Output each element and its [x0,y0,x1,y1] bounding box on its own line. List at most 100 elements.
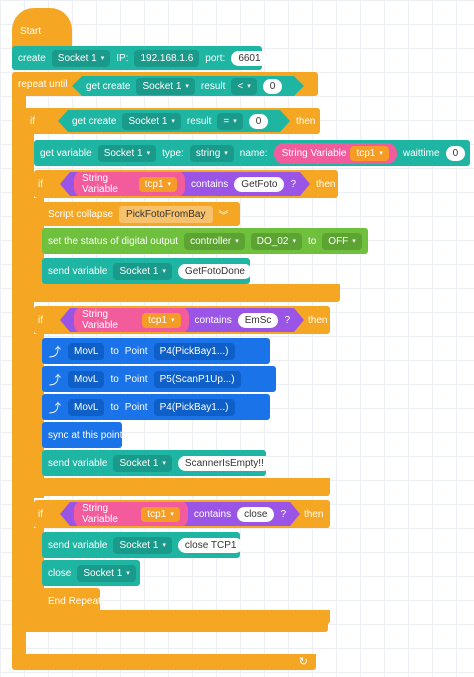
var-dropdown[interactable]: tcp1▾ [350,145,389,161]
get-variable-socket-dropdown[interactable]: Socket 1▾ [97,144,157,162]
if1-label: if [30,115,35,127]
send1-label: send variable [48,265,108,277]
if3-contains-label: contains [194,314,232,326]
if3-arm [34,334,44,498]
if2-value-field[interactable]: GetFoto [234,177,284,192]
movl3-target-dropdown[interactable]: P4(PickBay1...) [153,398,235,416]
sync-label: sync at this point [48,429,123,441]
send-variable-block-2[interactable]: send variable Socket 1▾ ScannerIsEmpty!! [42,450,271,476]
if4-q: ? [280,508,286,520]
movl-block-2[interactable]: ⤴ MovL to Point P5(ScanP1Up...) [42,366,276,392]
chevron-down-icon: ▾ [235,238,239,245]
if1-condition[interactable]: get create Socket 1▾ result =▾ 0 [58,110,290,132]
type-dropdown[interactable]: string▾ [189,144,234,162]
port-field[interactable]: 6601 [231,50,268,66]
if4-arm [34,528,44,620]
start-block[interactable]: Start [12,8,72,48]
get-variable-block[interactable]: get variable Socket 1▾ type: string▾ nam… [34,140,474,166]
movl1-point-label: Point [124,345,148,357]
movl2-target-dropdown[interactable]: P5(ScanP1Up...) [153,370,241,388]
send-variable-block-1[interactable]: send variable Socket 1▾ GetFotoDone [42,258,252,284]
if3-var-dropdown[interactable]: tcp1▾ [142,313,180,328]
create-socket-dropdown[interactable]: Socket 1▾ [51,49,111,67]
set-status-block[interactable]: set the status of digital output control… [42,228,368,254]
repeat-cond-label: get create [86,80,131,92]
script-collapse-block[interactable]: Script collapse PickFotoFromBay ︾ [42,202,240,226]
if2-q: ? [290,178,296,190]
create-block[interactable]: create Socket 1▾ IP: 192.168.1.6 port: 6… [12,46,268,70]
if1-value-field[interactable]: 0 [249,114,269,129]
if3-footer [34,478,330,496]
send3-value-field[interactable]: close TCP1 [177,537,244,553]
if3-value-field[interactable]: EmSc [238,313,279,328]
close-label: close [48,567,72,579]
repeat-until-header: repeat until [12,72,73,96]
collapse-icon[interactable]: ︾ [218,210,229,222]
seconds-unit: s [471,147,474,159]
if1-cond-label: get create [72,115,117,127]
repeat-until-label: repeat until [18,78,68,90]
chevron-down-icon: ▾ [224,150,228,157]
if4-contains-label: contains [193,508,232,520]
movl-block-3[interactable]: ⤴ MovL to Point P4(PickBay1...) [42,394,270,420]
if4-footer [34,610,330,624]
status-value-dropdown[interactable]: OFF▾ [322,232,362,250]
script-name-field[interactable]: PickFotoFromBay [119,205,213,223]
get-variable-label: get variable [40,147,92,159]
end-repeat-block[interactable]: End Repeat [42,588,101,614]
movl3-to-label: to [110,401,119,413]
send1-socket-dropdown[interactable]: Socket 1▾ [113,262,172,280]
movl2-point-label: Point [124,373,148,385]
type-label: type: [162,147,184,159]
name-label: name: [239,147,268,159]
movl-block-1[interactable]: ⤴ MovL to Point P4(PickBay1...) [42,338,270,364]
if2-footer [34,284,340,302]
send-variable-block-3[interactable]: send variable Socket 1▾ close TCP1 [42,532,244,558]
if4-value-field[interactable]: close [237,507,274,522]
port-label: port: [205,52,226,64]
chevron-down-icon: ▾ [233,118,237,125]
sync-block[interactable]: sync at this point [42,422,122,448]
send3-socket-dropdown[interactable]: Socket 1▾ [113,536,172,554]
movl1-target-dropdown[interactable]: P4(PickBay1...) [153,342,235,360]
if1-socket-dropdown[interactable]: Socket 1▾ [122,113,180,130]
if3-label: if [38,315,43,326]
chevron-down-icon: ▾ [100,55,105,62]
if2-var-dropdown[interactable]: tcp1▾ [139,177,177,192]
if1-result-label: result [186,115,212,127]
output-dropdown[interactable]: DO_02▾ [250,232,302,250]
waittime-field[interactable]: 0 [445,145,466,161]
movl2-to-label: to [110,373,119,385]
pointer-hand-icon: ⤴ [48,372,61,387]
send2-value-field[interactable]: ScannerIsEmpty!! [177,455,271,471]
send2-label: send variable [48,457,108,469]
if1-header: if [24,108,41,134]
close-socket-dropdown[interactable]: Socket 1▾ [77,564,136,582]
if1-op-dropdown[interactable]: =▾ [217,113,242,130]
repeat-value-field[interactable]: 0 [263,79,283,94]
send1-value-field[interactable]: GetFotoDone [177,263,252,279]
send2-socket-dropdown[interactable]: Socket 1▾ [113,454,172,472]
end-repeat-label: End Repeat [48,595,101,607]
chevron-down-icon: ▾ [162,268,166,275]
chevron-down-icon: ▾ [167,181,172,188]
if2-label: if [38,179,43,190]
ip-label: IP: [116,52,129,64]
controller-dropdown[interactable]: controller▾ [184,232,245,250]
if4-var-dropdown[interactable]: tcp1▾ [141,507,179,522]
repeat-condition[interactable]: get create Socket 1▾ result <▾ 0 [72,76,304,96]
pointer-hand-icon: ⤴ [48,344,61,359]
movl1-cmd-label: MovL [68,342,105,360]
close-block[interactable]: close Socket 1▾ [42,560,140,586]
ip-field[interactable]: 192.168.1.6 [134,49,200,67]
repeat-socket-dropdown[interactable]: Socket 1▾ [136,78,194,95]
chevron-down-icon: ▾ [126,570,130,577]
repeat-op-dropdown[interactable]: <▾ [231,78,256,95]
